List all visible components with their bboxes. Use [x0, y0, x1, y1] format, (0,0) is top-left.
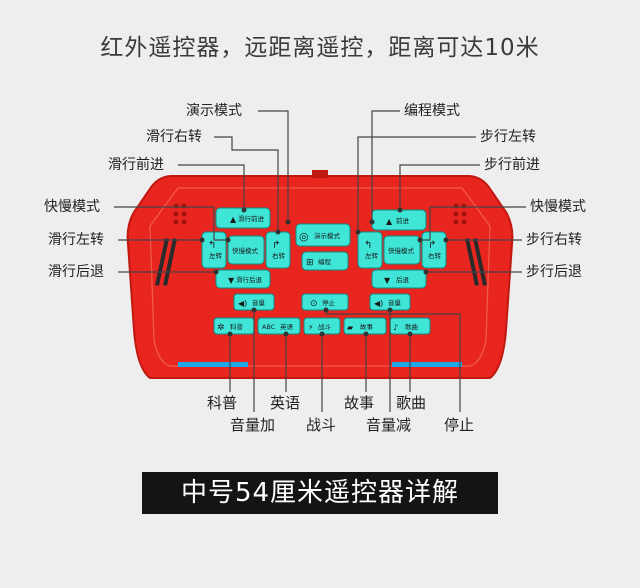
turn-left-icon: ↰	[208, 240, 216, 251]
callout-speed-mode-left: 快慢模式	[44, 199, 100, 215]
headline: 红外遥控器，远距离遥控，距离可达10米	[100, 35, 540, 61]
science-caption: 科普	[230, 322, 244, 331]
walk-right-button[interactable]	[421, 231, 447, 269]
callout-speed-mode-right: 快慢模式	[530, 199, 586, 215]
callout-english: 英语	[270, 394, 301, 412]
glide-speed-button[interactable]	[227, 235, 265, 265]
callout-program-mode: 编程模式	[404, 103, 460, 119]
glide-forward-caption: 滑行前进	[238, 214, 265, 223]
program-icon: ⊞	[306, 258, 314, 268]
walk-forward-caption: 前进	[396, 216, 410, 225]
walk-speed-button[interactable]	[383, 235, 421, 265]
arrow-down-icon: ▼	[384, 276, 391, 285]
demo-icon: ◎	[299, 230, 309, 243]
callout-stop: 停止	[444, 416, 475, 434]
fight-caption: 战斗	[318, 322, 332, 331]
callout-walk-back: 步行后退	[526, 264, 582, 280]
callout-fight: 战斗	[306, 416, 337, 434]
arrow-down-icon: ▼	[228, 276, 235, 285]
walk-back-button[interactable]	[371, 269, 427, 289]
callout-science: 科普	[207, 394, 238, 412]
callout-walk-left: 步行左转	[480, 129, 536, 145]
speaker-icon: ◀)	[374, 299, 383, 308]
turn-right-icon: ↱	[428, 240, 436, 251]
glide-back-button[interactable]	[215, 269, 271, 289]
english-prefix: ABC	[262, 323, 276, 331]
glide-right-caption: 右转	[272, 251, 286, 260]
walk-speed-caption: 快慢模式	[388, 246, 415, 255]
stop-icon: ⊙	[310, 299, 318, 309]
program-caption: 编程	[318, 257, 332, 266]
walk-left-caption: 左转	[365, 251, 379, 260]
turn-left-icon: ↰	[364, 240, 372, 251]
remote-body	[126, 170, 514, 379]
bottom-banner: 中号54厘米遥控器详解	[142, 472, 498, 514]
callout-volume-down: 音量减	[366, 416, 412, 434]
gear-icon: ✲	[217, 323, 225, 333]
arrow-up-icon: ▲	[230, 215, 237, 224]
walk-back-caption: 后退	[396, 275, 410, 284]
sword-icon: ⚡	[308, 323, 314, 332]
volume-up-caption: 音量	[252, 298, 266, 307]
speaker-icon: ◀)	[238, 299, 247, 308]
callout-story: 故事	[344, 394, 375, 412]
callout-demo-mode: 演示模式	[186, 103, 242, 119]
demo-caption: 演示模式	[314, 231, 341, 240]
music-note-icon: ♪	[393, 323, 398, 332]
callout-walk-forward: 步行前进	[484, 157, 540, 173]
walk-left-button[interactable]	[357, 231, 383, 269]
demo-mode-button[interactable]	[295, 223, 351, 247]
glide-left-caption: 左转	[209, 251, 223, 260]
turn-right-icon: ↱	[272, 240, 280, 251]
glide-back-caption: 滑行后退	[236, 275, 263, 284]
song-caption: 歌曲	[405, 322, 418, 331]
callout-walk-right: 步行右转	[526, 232, 582, 248]
callout-glide-back: 滑行后退	[48, 264, 104, 280]
stop-caption: 停止	[322, 298, 336, 307]
callout-glide-right: 滑行右转	[146, 129, 202, 145]
volume-down-caption: 音量	[388, 298, 402, 307]
callout-glide-left: 滑行左转	[48, 232, 104, 248]
arrow-up-icon: ▲	[386, 217, 393, 226]
glide-speed-caption: 快慢模式	[232, 246, 259, 255]
callout-song: 歌曲	[396, 394, 427, 412]
callout-glide-forward: 滑行前进	[108, 157, 164, 173]
english-button[interactable]	[257, 317, 301, 335]
english-caption: 英语	[280, 322, 294, 331]
program-button[interactable]	[301, 251, 349, 271]
book-icon: ▰	[347, 323, 354, 332]
callout-volume-up: 音量加	[230, 416, 276, 434]
walk-right-caption: 右转	[428, 251, 442, 260]
banner-title: 中号54厘米遥控器详解	[180, 478, 460, 508]
story-caption: 故事	[360, 322, 374, 331]
